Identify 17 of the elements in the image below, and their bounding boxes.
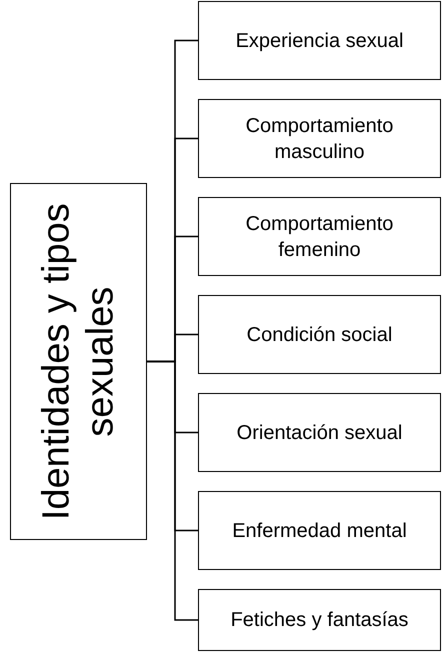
category-text: Experiencia sexual	[234, 28, 404, 54]
category-text: Comportamiento masculino	[244, 114, 394, 164]
category-box	[198, 99, 441, 178]
category-text: Comportamiento femenino	[244, 212, 394, 262]
category-box	[198, 393, 441, 472]
category-box	[198, 1, 441, 80]
connector-line	[147, 360, 198, 621]
category-text: Fetiches y fantasías	[230, 608, 410, 633]
title-box	[10, 183, 147, 540]
category-box	[198, 491, 441, 570]
category-text: Condición social	[246, 322, 394, 348]
category-text: Enfermedad mental	[231, 518, 408, 544]
title-text: Identidades y tipos sexuales	[34, 202, 122, 522]
category-box	[198, 295, 441, 374]
category-box	[198, 197, 441, 276]
category-text: Orientación sexual	[236, 420, 404, 446]
category-box	[198, 589, 441, 651]
